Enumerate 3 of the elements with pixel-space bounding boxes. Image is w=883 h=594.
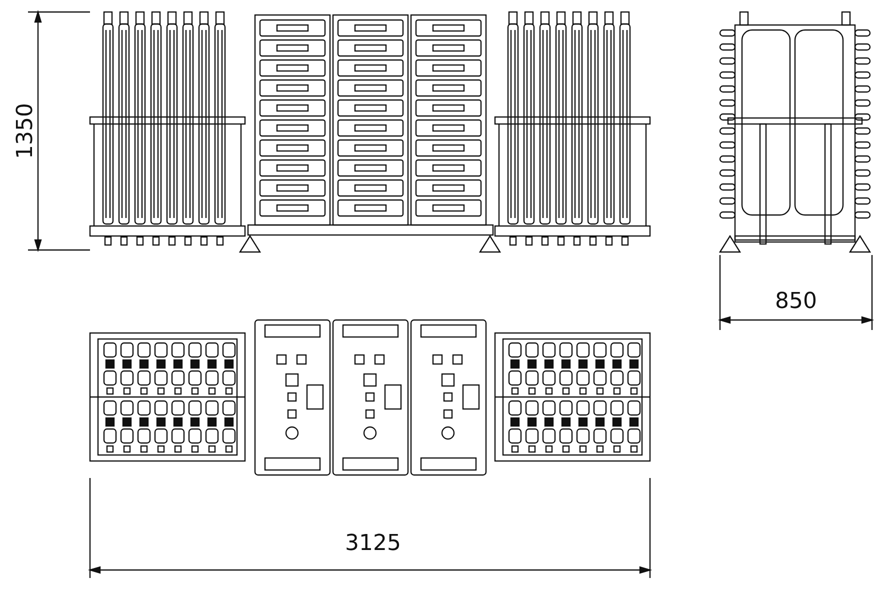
dimension-label: 1350	[15, 103, 37, 159]
dimension-label: 850	[775, 291, 817, 313]
dimension-label: 3125	[345, 533, 401, 555]
